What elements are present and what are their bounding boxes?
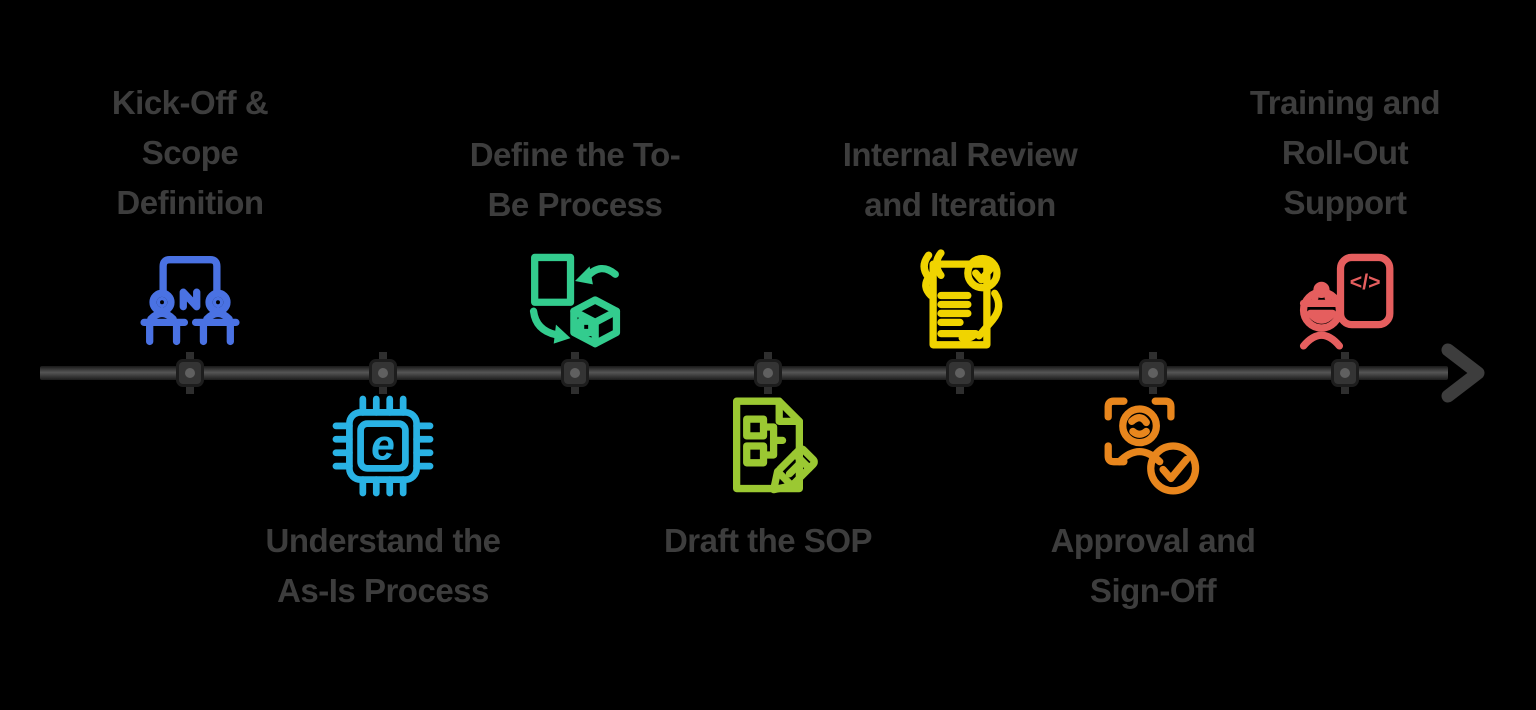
milestone-label: Approval and Sign-Off [1050,522,1256,609]
milestone-label: Draft the SOP [663,522,873,559]
milestone-label: Define the To- Be Process [469,136,681,223]
timeline-node [1331,359,1359,387]
timeline-node [176,359,204,387]
milestone-label: Understand the As-Is Process [265,522,501,609]
timeline-axis [40,366,1448,380]
sop-document-pencil-icon [733,397,818,494]
milestone-label: Training and Roll-Out Support [1249,84,1441,221]
microchip-icon: e [332,395,434,497]
trainer-code-document-icon: </> [1299,253,1394,350]
milestone-label: Kick-Off & Scope Definition [111,84,269,221]
svg-text:e: e [371,421,395,469]
timeline-node [1139,359,1167,387]
timeline-node [754,359,782,387]
person-approval-check-icon [1104,397,1200,495]
arrow-right-icon [1441,343,1485,403]
timeline-node [369,359,397,387]
timeline-node [561,359,589,387]
process-transform-icon [529,253,621,348]
timeline-node [946,359,974,387]
meeting-desks-icon [140,256,240,346]
svg-text:</>: </> [1350,270,1381,294]
document-review-hands-icon [920,249,1003,349]
milestone-label: Internal Review and Iteration [842,136,1078,223]
